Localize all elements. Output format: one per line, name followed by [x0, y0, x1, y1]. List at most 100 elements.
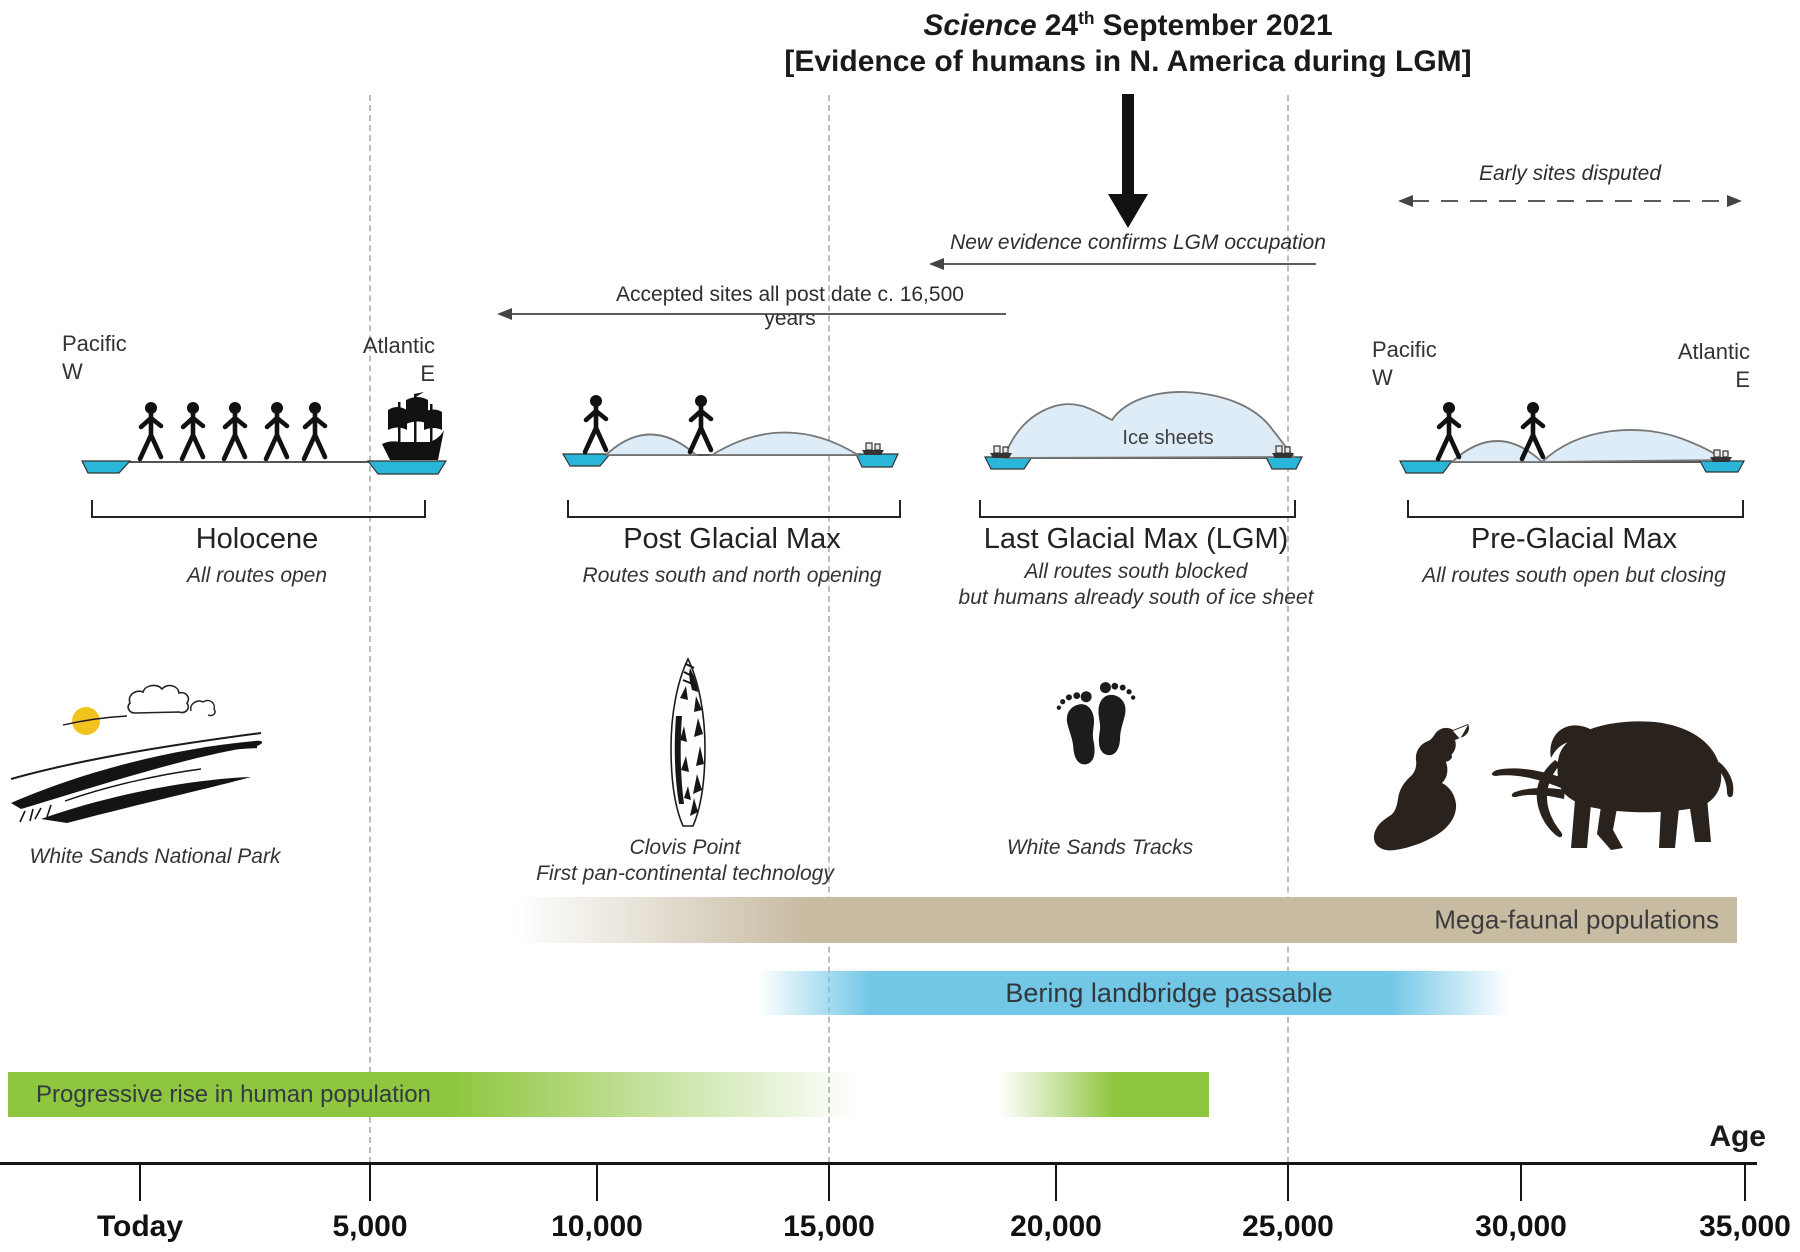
clovis-caption-line2: First pan-continental technology — [536, 862, 834, 885]
population-bar-label: Progressive rise in human population — [36, 1080, 431, 1108]
megafauna-bar: Mega-faunal populations — [515, 897, 1737, 943]
title-date-rest: September 2021 — [1102, 9, 1333, 42]
water-west-preglacial — [1399, 460, 1454, 474]
tick-label-20000: 20,000 — [1010, 1210, 1102, 1243]
subtitle-holocene: All routes open — [186, 564, 328, 587]
walker-icon — [585, 395, 606, 452]
white-sands-logo-icon — [10, 684, 263, 823]
water-east-holocene — [366, 460, 448, 475]
period-label-post-glacial: Post Glacial Max — [623, 523, 841, 555]
tick-label-10000: 10,000 — [551, 1210, 643, 1243]
cloud-icon — [127, 684, 190, 714]
tick-15000 — [828, 1165, 830, 1201]
ice-dome — [1539, 429, 1727, 463]
tick-label-35000: 35,000 — [1699, 1210, 1791, 1243]
pre-glacial-scene — [1399, 402, 1746, 474]
bering-bar-label: Bering landbridge passable — [1005, 977, 1333, 1008]
early-sites-arrow-icon — [1398, 195, 1742, 207]
ice-sheet-shape — [1002, 391, 1296, 459]
atlantic-label-preglacial: Atlantic — [1677, 339, 1750, 364]
sloth-icon — [1373, 724, 1470, 851]
boat-icon — [861, 442, 885, 456]
population-bar-lgm-segment — [999, 1072, 1209, 1117]
atlantic-label-holocene: Atlantic — [362, 333, 435, 358]
tick-label-25000: 25,000 — [1242, 1210, 1334, 1243]
walker-icon — [224, 402, 245, 459]
lgm-scene: Ice sheets — [984, 391, 1303, 470]
gridline-15000 — [828, 95, 830, 1163]
ice-dome — [603, 433, 699, 456]
water-east-lgm — [1265, 456, 1303, 470]
bracket-lgm — [979, 500, 1296, 518]
tick-label-5000: 5,000 — [332, 1210, 408, 1243]
tick-20000 — [1055, 1165, 1057, 1201]
walker-icon — [304, 402, 325, 459]
down-arrow-icon — [1108, 94, 1148, 228]
walker-icon — [266, 402, 287, 459]
figure-title-line2: [Evidence of humans in N. America during… — [784, 45, 1472, 78]
cross-section-scenes: Ice sheets — [81, 391, 1746, 475]
post-glacial-scene — [561, 395, 899, 468]
tick-label-15000: 15,000 — [783, 1210, 875, 1243]
tick-today — [139, 1165, 141, 1201]
walker-icon — [1438, 402, 1459, 459]
gridline-5000 — [369, 95, 371, 1163]
white-sands-tracks-caption: White Sands Tracks — [1006, 836, 1194, 859]
pacific-label-holocene: Pacific — [62, 331, 127, 356]
bering-landbridge-bar: Bering landbridge passable — [758, 971, 1510, 1015]
water-east-postglacial — [855, 453, 899, 468]
subtitle-lgm-line1: All routes south blocked — [1024, 560, 1248, 583]
subtitle-lgm-line2: but humans already south of ice sheet — [958, 586, 1314, 609]
footprints-icon — [1056, 682, 1136, 765]
timeline-axis — [0, 1162, 1757, 1165]
accepted-sites-arrow-icon — [497, 308, 1006, 320]
west-label-holocene: W — [62, 359, 83, 384]
bracket-pre-glacial — [1407, 500, 1744, 518]
journal-name: Science — [923, 9, 1037, 42]
ship-icon — [382, 392, 444, 460]
gridline-25000 — [1287, 95, 1289, 1163]
bracket-post-glacial — [567, 500, 901, 518]
clovis-point-icon — [670, 657, 706, 827]
water-east-preglacial — [1698, 460, 1746, 473]
mammoth-icon — [1491, 721, 1734, 850]
tick-10000 — [596, 1165, 598, 1201]
ice-dome — [708, 431, 862, 456]
period-label-holocene: Holocene — [195, 523, 319, 555]
tick-30000 — [1520, 1165, 1522, 1201]
axis-title: Age — [1709, 1120, 1766, 1153]
clovis-caption-line1: Clovis Point — [629, 836, 741, 859]
new-evidence-label: New evidence confirms LGM occupation — [950, 231, 1326, 254]
walker-icon — [182, 402, 203, 459]
white-sands-park-caption: White Sands National Park — [29, 845, 281, 868]
walker-icon — [140, 402, 161, 459]
walker-icon — [1522, 402, 1543, 459]
holocene-scene — [81, 392, 448, 475]
megafauna-illustration — [1373, 721, 1734, 851]
early-sites-label: Early sites disputed — [1478, 162, 1662, 185]
subtitle-post-glacial: Routes south and north opening — [582, 564, 882, 587]
tick-label-30000: 30,000 — [1475, 1210, 1567, 1243]
period-label-lgm: Last Glacial Max (LGM) — [983, 523, 1289, 555]
tick-35000 — [1744, 1165, 1746, 1201]
population-bar-main: Progressive rise in human population — [8, 1072, 860, 1117]
period-label-pre-glacial: Pre-Glacial Max — [1470, 523, 1678, 555]
water-west-holocene — [81, 460, 132, 474]
title-day: 24 — [1044, 9, 1079, 42]
east-label-preglacial: E — [1735, 367, 1750, 392]
tick-25000 — [1287, 1165, 1289, 1201]
title-ordinal: th — [1078, 8, 1095, 28]
water-west-postglacial — [561, 453, 612, 467]
tick-5000 — [369, 1165, 371, 1201]
tick-label-today: Today — [96, 1210, 184, 1243]
east-label-holocene: E — [420, 361, 435, 386]
ice-sheets-label: Ice sheets — [1122, 427, 1213, 449]
walker-icon — [690, 395, 711, 452]
west-label-preglacial: W — [1372, 365, 1393, 390]
pacific-label-preglacial: Pacific — [1372, 337, 1437, 362]
new-evidence-arrow-icon — [929, 258, 1316, 270]
accepted-sites-label: Accepted sites all post date c. 16,500 y… — [616, 283, 964, 330]
bracket-holocene — [91, 500, 426, 518]
